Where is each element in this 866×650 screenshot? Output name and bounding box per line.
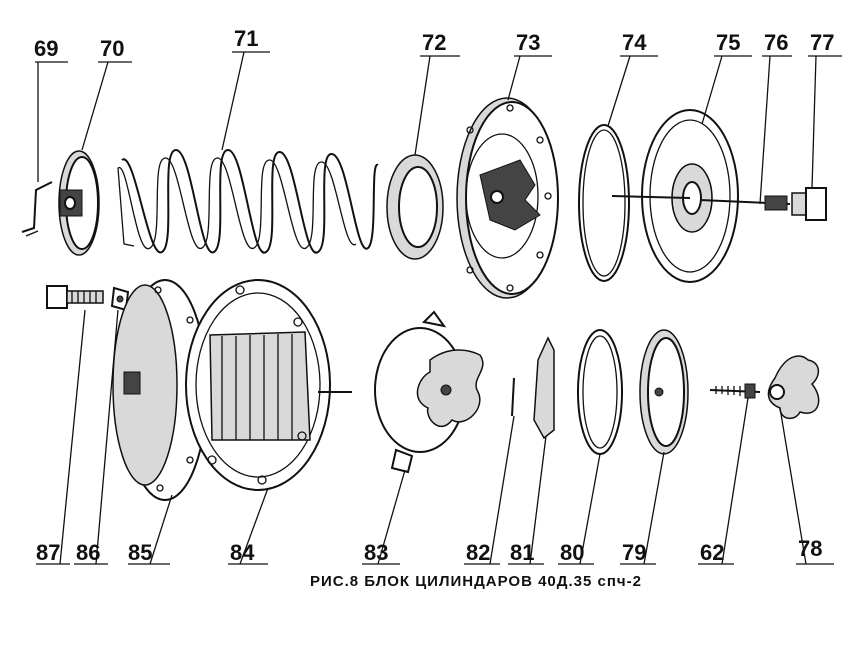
- part-73-housing: [456, 97, 559, 299]
- part-80-ring: [577, 329, 623, 455]
- callout-85: 85: [128, 540, 152, 565]
- part-85-cover-flange: [112, 279, 208, 501]
- callout-75: 75: [716, 30, 740, 55]
- callout-70: 70: [100, 36, 124, 61]
- callout-84: 84: [230, 540, 255, 565]
- part-74-o-ring: [578, 124, 630, 282]
- callout-leaders: [35, 51, 842, 565]
- callout-77: 77: [810, 30, 834, 55]
- part-87-bolt: [46, 285, 104, 309]
- part-72-seal-ring: [386, 154, 444, 260]
- part-62-screw: [709, 383, 761, 399]
- part-70-cup-washer: [58, 150, 100, 256]
- part-69-bent-rod: [21, 181, 53, 237]
- callout-87: 87: [36, 540, 60, 565]
- callout-81: 81: [510, 540, 534, 565]
- part-71-coil-spring: [117, 148, 379, 254]
- callout-72: 72: [422, 30, 446, 55]
- callout-69: 69: [34, 36, 58, 61]
- part-79-disc: [639, 329, 689, 455]
- part-84-bellows-flange: [185, 279, 352, 491]
- figure-caption: РИС.8 БЛОК ЦИЛИНДАРОВ 40Д.35 спч-2: [310, 573, 642, 590]
- callout-74: 74: [622, 30, 647, 55]
- callout-71: 71: [234, 26, 258, 51]
- callout-76: 76: [764, 30, 788, 55]
- part-77-bolt: [791, 187, 827, 221]
- part-75-diaphragm-plate: [641, 109, 739, 283]
- part-76-rod: [611, 195, 791, 211]
- callout-83: 83: [364, 540, 388, 565]
- callout-78: 78: [798, 536, 822, 561]
- callout-80: 80: [560, 540, 584, 565]
- callout-62: 62: [700, 540, 724, 565]
- part-83-knob-housing: [374, 310, 484, 474]
- callout-73: 73: [516, 30, 540, 55]
- part-82-pin: [511, 377, 515, 417]
- callout-82: 82: [466, 540, 490, 565]
- callout-86: 86: [76, 540, 100, 565]
- part-78-star-knob: [767, 355, 820, 420]
- part-81-leaf-spring: [533, 336, 555, 440]
- callout-79: 79: [622, 540, 646, 565]
